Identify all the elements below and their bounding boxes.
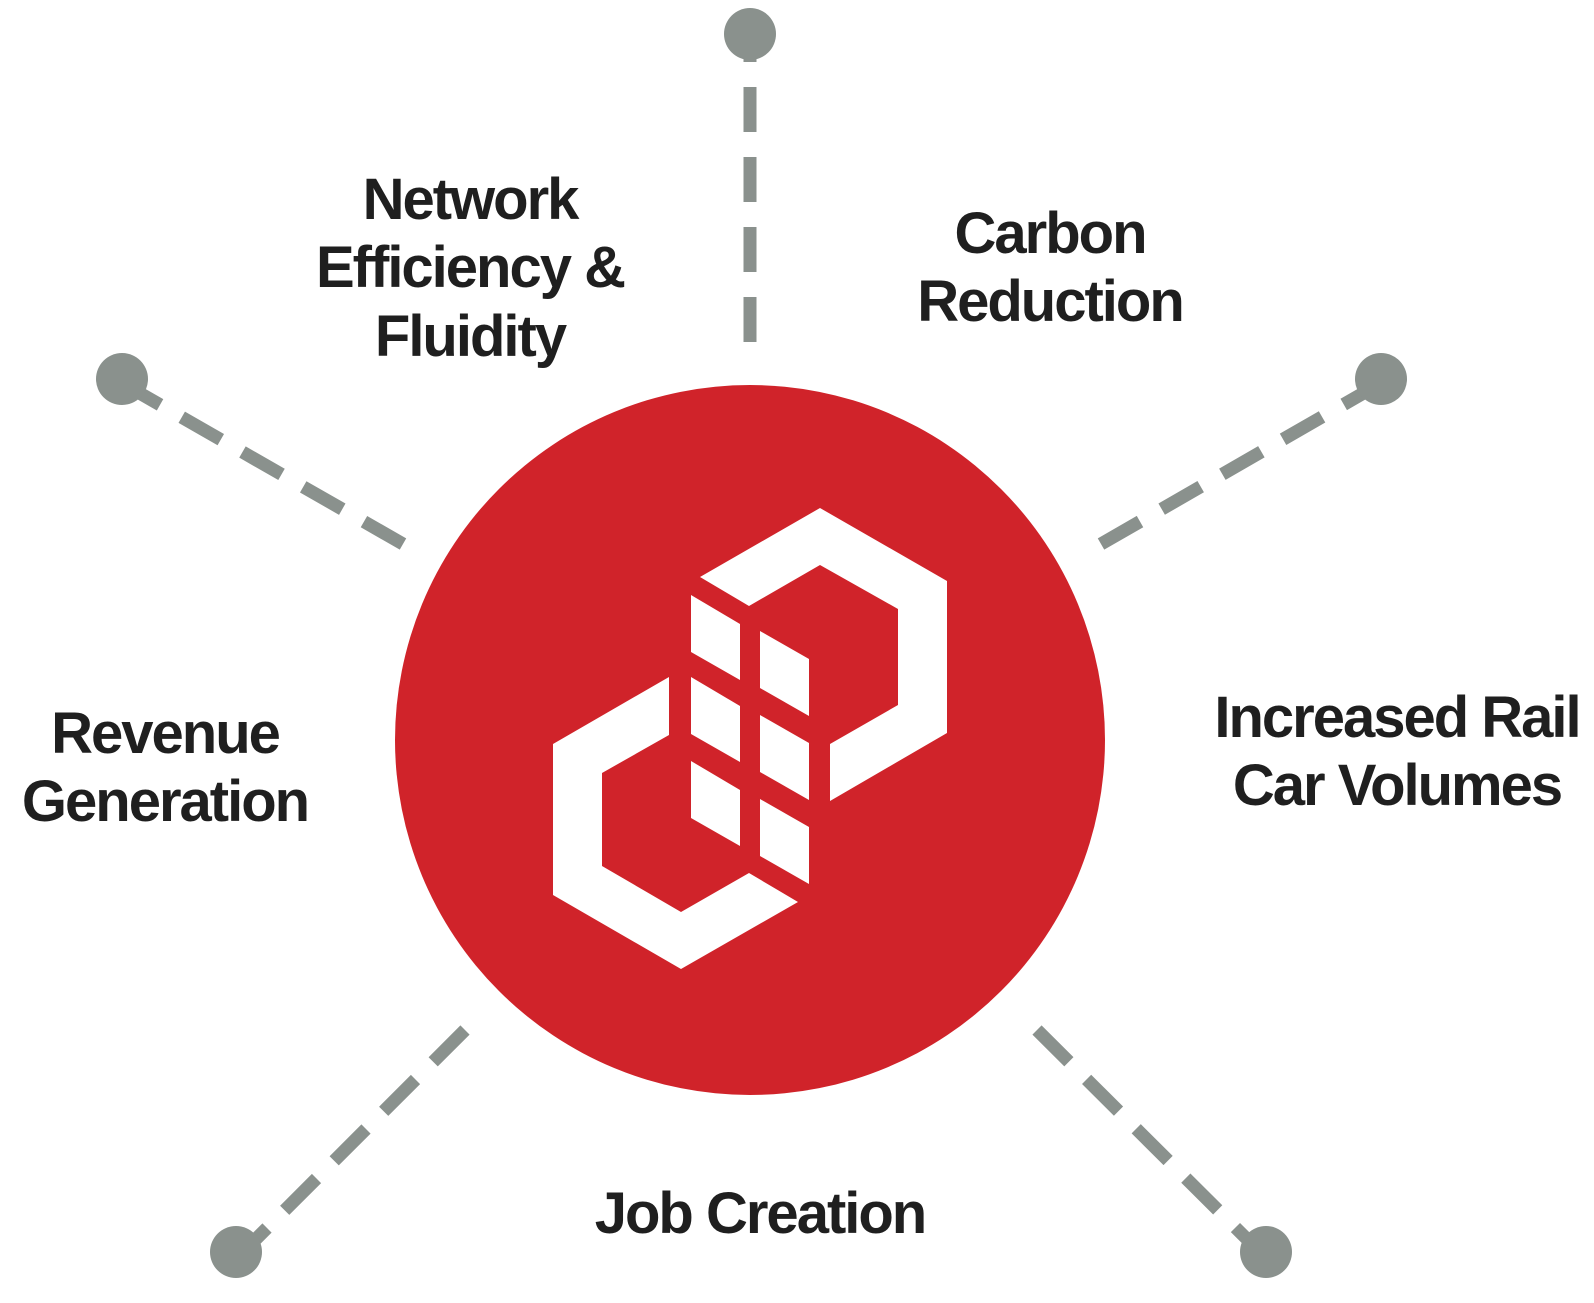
connector-lower-left (235, 1025, 470, 1260)
benefit-increased-rail-car-volumes: Increased Rail Car Volumes (1200, 684, 1594, 821)
benefit-revenue-generation: Revenue Generation (0, 700, 330, 837)
benefit-label-line: Fluidity (374, 303, 567, 369)
node-dot-lower-right (1240, 1226, 1292, 1278)
benefit-job-creation: Job Creation (560, 1180, 960, 1248)
connector-upper-right (1097, 377, 1385, 550)
connector-upper-left (118, 377, 407, 550)
benefit-label-line: Increased Rail (1214, 685, 1581, 750)
benefit-network-efficiency: Network Efficiency & Fluidity (300, 166, 640, 371)
benefit-label-line: Carbon (954, 201, 1148, 266)
benefit-label-line: Generation (21, 769, 310, 835)
benefit-label-line: Network (362, 167, 580, 232)
benefit-label-line: Revenue (51, 701, 281, 766)
node-dot-top (724, 8, 776, 60)
cubes-logo-icon (553, 508, 947, 969)
node-dot-lower-left (210, 1226, 262, 1278)
benefit-label-line: Efficiency & (316, 235, 626, 301)
benefit-label-line: Job Creation (594, 1181, 928, 1246)
benefit-label-line: Car Volumes (1232, 753, 1563, 819)
hub-circle (395, 385, 1105, 1095)
node-dot-upper-left (96, 353, 148, 405)
benefit-carbon-reduction: Carbon Reduction (900, 200, 1200, 337)
benefit-label-line: Reduction (917, 269, 1185, 335)
connectors (118, 40, 1385, 1260)
connector-lower-right (1032, 1025, 1268, 1260)
node-dot-upper-right (1355, 353, 1407, 405)
